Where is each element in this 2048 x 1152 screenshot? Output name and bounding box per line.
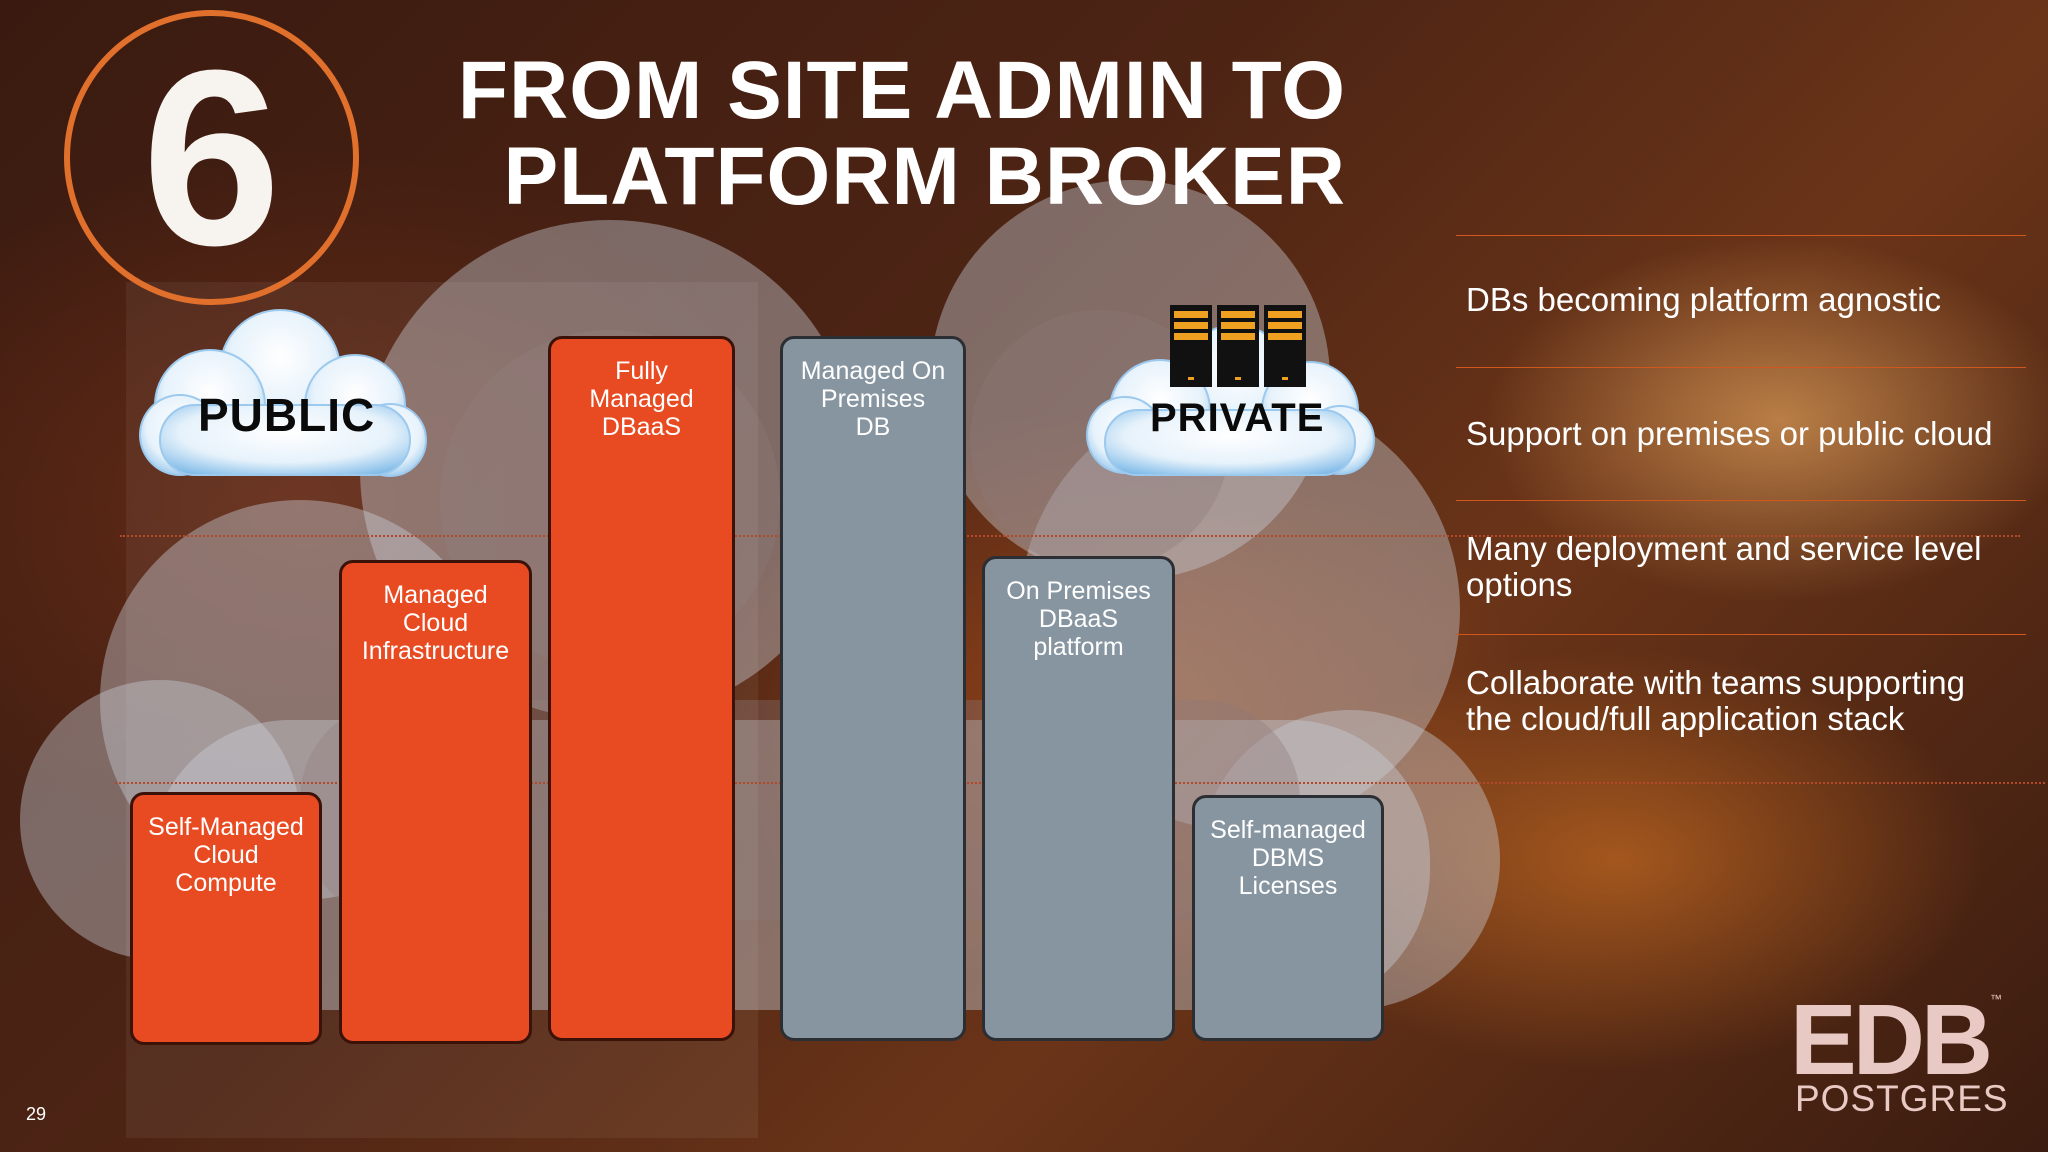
- bar-label-line: Managed On: [800, 357, 946, 385]
- point-collaborate-teams: Collaborate with teams supporting the cl…: [1466, 664, 1965, 737]
- bar-label-line: Self-managed: [1210, 816, 1366, 844]
- bar-label-line: Fully: [615, 357, 668, 385]
- point-platform-agnostic: DBs becoming platform agnostic: [1466, 281, 1942, 318]
- divider-line: [1456, 367, 2026, 368]
- bar-label-line: On Premises: [1006, 577, 1151, 605]
- divider-line: [1456, 634, 2026, 635]
- public-cloud-icon: [139, 309, 427, 477]
- point-support-premises-cloud: Support on premises or public cloud: [1466, 415, 1993, 452]
- page-number: 29: [26, 1104, 47, 1124]
- bar-label-line: platform: [1033, 633, 1124, 661]
- bar-managed-on-premises-db: Managed On Premises DB: [780, 336, 966, 1041]
- bar-label-line: Self-Managed: [148, 813, 304, 841]
- number-badge-ring: [64, 10, 359, 305]
- bar-managed-cloud-infrastructure: Managed Cloud Infrastructure: [339, 560, 532, 1044]
- title-line-1: FROM SITE ADMIN TO: [457, 45, 1346, 136]
- divider-line: [1456, 235, 2026, 236]
- bar-label-line: Cloud: [402, 609, 469, 637]
- bar-label-line: DBMS: [1251, 844, 1325, 872]
- bar-label-line: DB: [855, 413, 891, 441]
- bar-label-line: Cloud: [193, 841, 259, 869]
- postgres-logo-text: POSTGRES: [1795, 1078, 2009, 1119]
- bar-label-line: DBaaS: [601, 413, 682, 441]
- title-line-2: PLATFORM BROKER: [503, 131, 1346, 222]
- number-badge: 6: [141, 17, 282, 297]
- trademark-mark: ™: [1990, 992, 2002, 1006]
- bar-label-line: Licenses: [1238, 872, 1338, 900]
- edb-logo-text: EDB: [1790, 984, 1993, 1096]
- bar-self-managed-cloud-compute: Self-Managed Cloud Compute: [130, 792, 322, 1045]
- public-label: PUBLIC: [198, 389, 376, 441]
- level-line-upper: [120, 535, 2020, 537]
- bar-self-managed-dbms-licenses: Self-managed DBMS Licenses: [1192, 795, 1384, 1041]
- slide-title: FROM SITE ADMIN TO PLATFORM BROKER: [380, 48, 1346, 220]
- bar-label-line: Compute: [175, 869, 277, 897]
- bar-label-line: DBaaS: [1038, 605, 1119, 633]
- private-label: PRIVATE: [1150, 396, 1325, 440]
- bar-label-line: Premises: [820, 385, 926, 413]
- bar-on-premises-dbaas-platform: On Premises DBaaS platform: [982, 556, 1175, 1041]
- bar-label-line: Managed: [383, 581, 488, 609]
- bar-label-line: Infrastructure: [361, 637, 510, 665]
- bar-fully-managed-dbaas: Fully Managed DBaaS: [548, 336, 735, 1041]
- server-rack-icon: [1170, 305, 1306, 387]
- point-deployment-options: Many deployment and service level option…: [1466, 530, 1982, 603]
- divider-line: [1456, 500, 2026, 501]
- bar-label-line: Managed: [589, 385, 694, 413]
